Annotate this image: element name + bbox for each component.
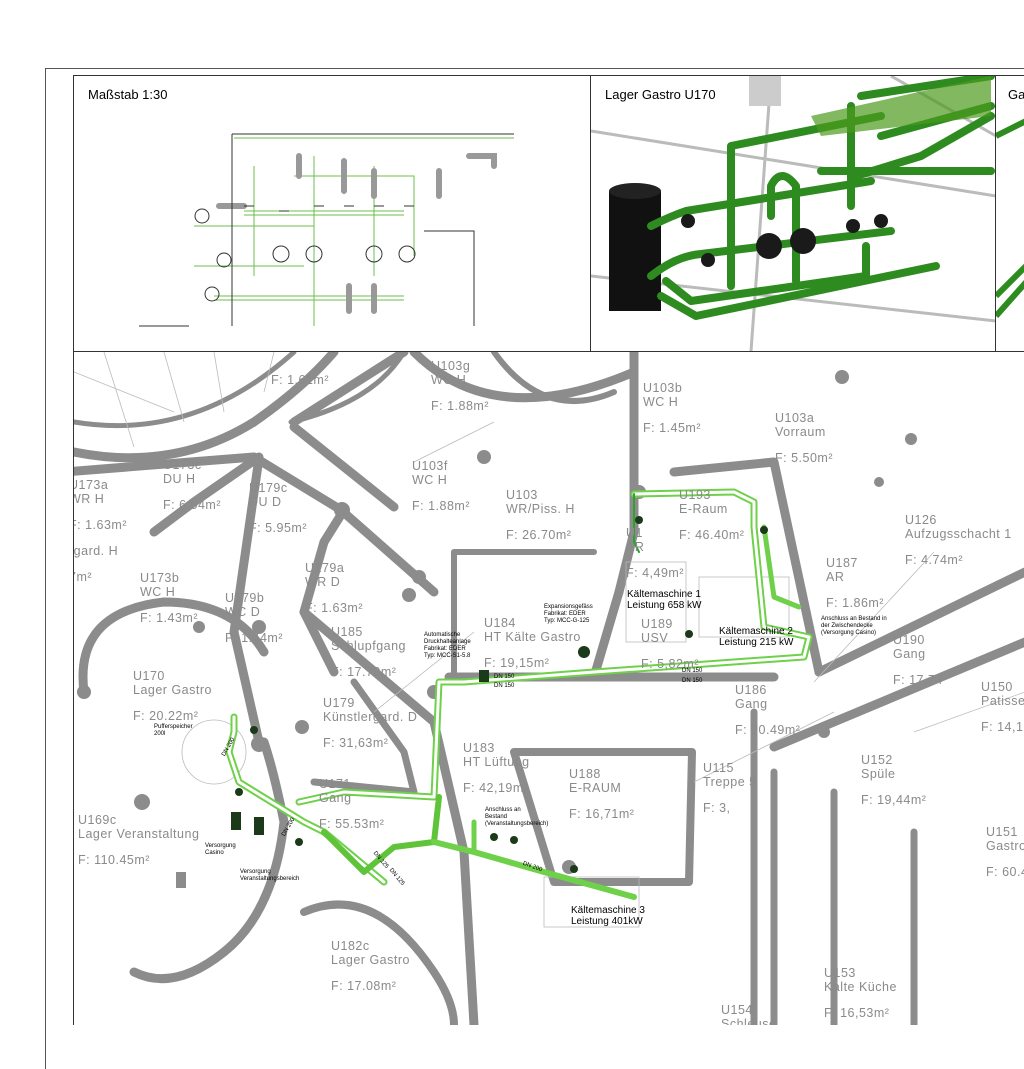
- panel-title: Lager Gastro U170: [603, 86, 718, 103]
- scale-detail-drawing: [139, 133, 514, 327]
- buffer-tank: [609, 191, 661, 311]
- isometric-view-panel: Lager Gastro U170: [590, 75, 997, 352]
- scale-detail-panel: Maßstab 1:30: [73, 75, 592, 352]
- room-label: U173aWR HF: 1.63m²: [73, 478, 127, 532]
- pipe-dimension-label: DN 150: [682, 678, 703, 684]
- pipe-dimension-label: DN 150: [494, 683, 515, 689]
- floor-plan-walls: [74, 352, 1024, 1025]
- drawing-frame: [45, 68, 1024, 1069]
- room-label: rgard. H7m²: [73, 544, 119, 584]
- isometric-piping-drawing: [591, 76, 996, 351]
- panel-title: Ga: [1006, 86, 1024, 103]
- pipe-dimension-label: DN 150: [494, 674, 515, 680]
- panel-title: Maßstab 1:30: [86, 86, 170, 103]
- pipe-dimension-label: DN 150: [682, 668, 703, 674]
- room-label: F: 1.61m²: [271, 373, 329, 387]
- isometric-view-panel-2: Ga: [995, 75, 1024, 352]
- pipe-network: [225, 488, 813, 900]
